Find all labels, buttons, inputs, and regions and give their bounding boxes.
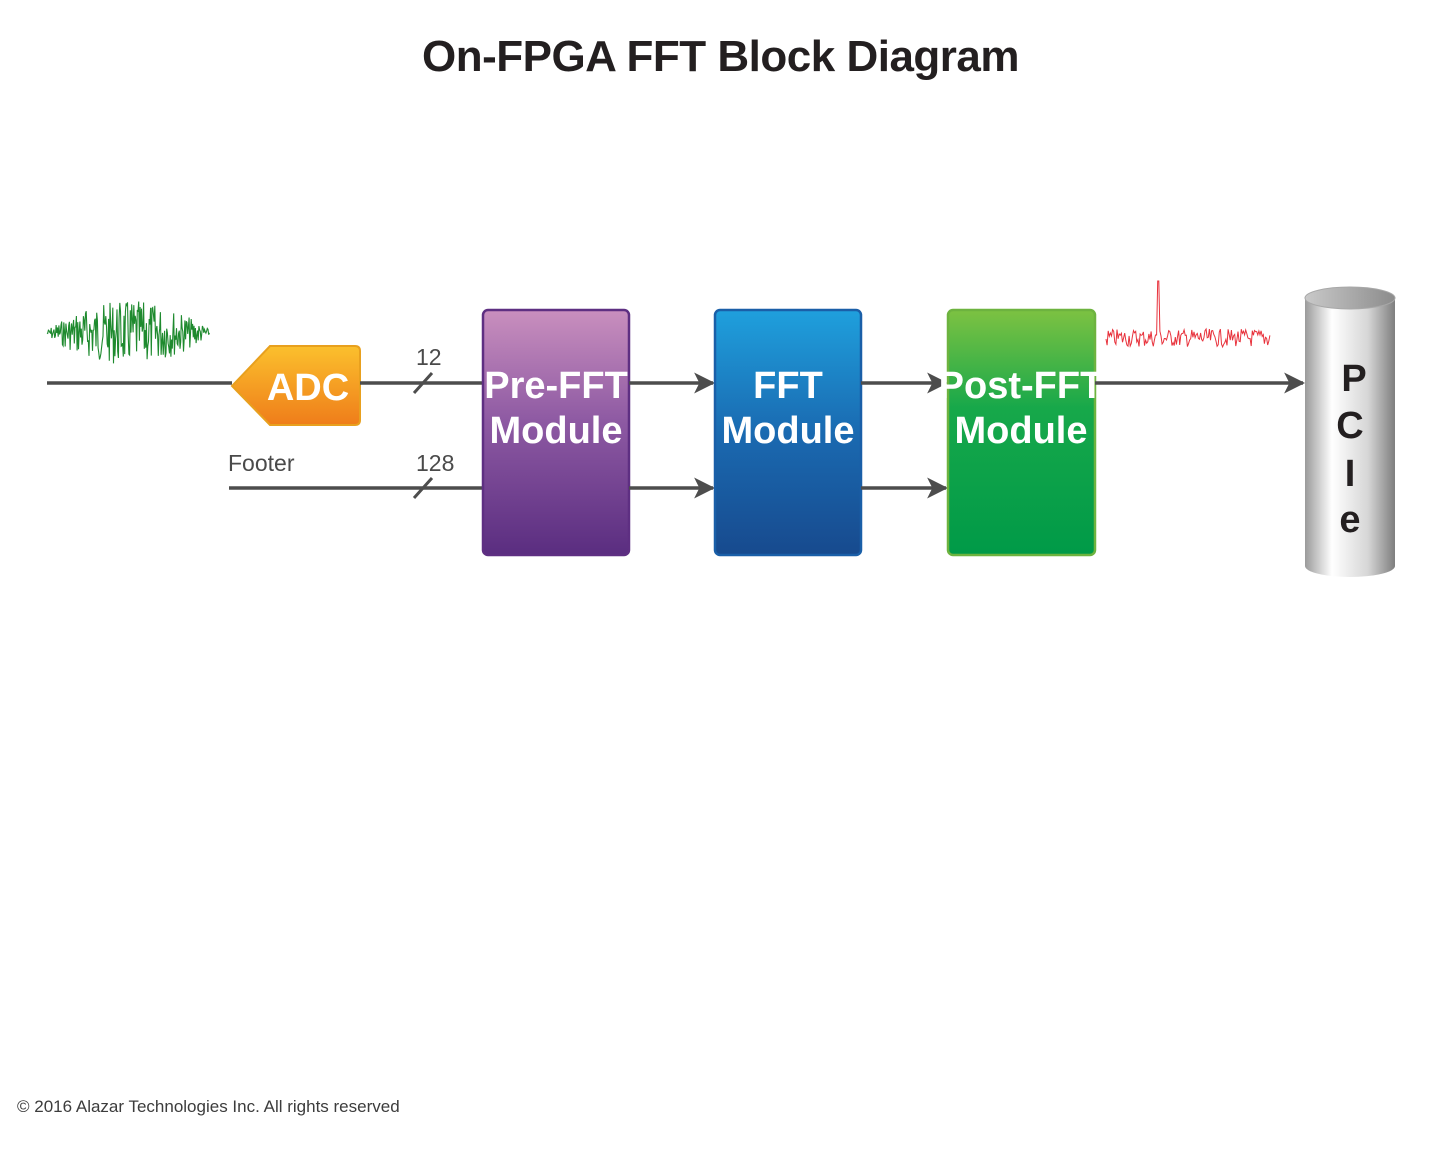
data-bus-width: 12	[416, 344, 442, 370]
input-waveform-icon	[46, 301, 210, 364]
pre-fft-module: Pre-FFT Module	[481, 308, 631, 557]
adc-block: ADC	[230, 345, 361, 426]
fft-label-line1: FFT	[753, 365, 823, 407]
post-fft-label-line1: Post-FFT	[939, 365, 1104, 407]
footer-label: Footer	[228, 450, 295, 476]
pcie-bus-cylinder: P C I e	[1304, 286, 1396, 577]
footer-bus-width: 128	[416, 450, 454, 476]
pcie-letter-c: C	[1336, 405, 1363, 447]
page-title: On-FPGA FFT Block Diagram	[421, 32, 1020, 81]
post-fft-label-line2: Module	[955, 410, 1088, 452]
post-fft-module: Post-FFT Module	[939, 308, 1104, 557]
data-bus-slash	[412, 371, 434, 395]
fft-module: FFT Module	[713, 308, 863, 557]
pcie-letter-p: P	[1341, 358, 1366, 400]
pcie-letter-e: e	[1339, 499, 1360, 541]
fft-label-line2: Module	[722, 410, 855, 452]
pre-fft-label-line1: Pre-FFT	[484, 365, 628, 407]
pcie-letter-i: I	[1345, 453, 1356, 495]
pre-fft-label-line2: Module	[490, 410, 623, 452]
spectrum-waveform-icon	[1105, 280, 1271, 349]
footer-bus-slash	[412, 476, 434, 500]
copyright-notice: © 2016 Alazar Technologies Inc. All righ…	[17, 1097, 400, 1116]
adc-label: ADC	[267, 367, 349, 409]
